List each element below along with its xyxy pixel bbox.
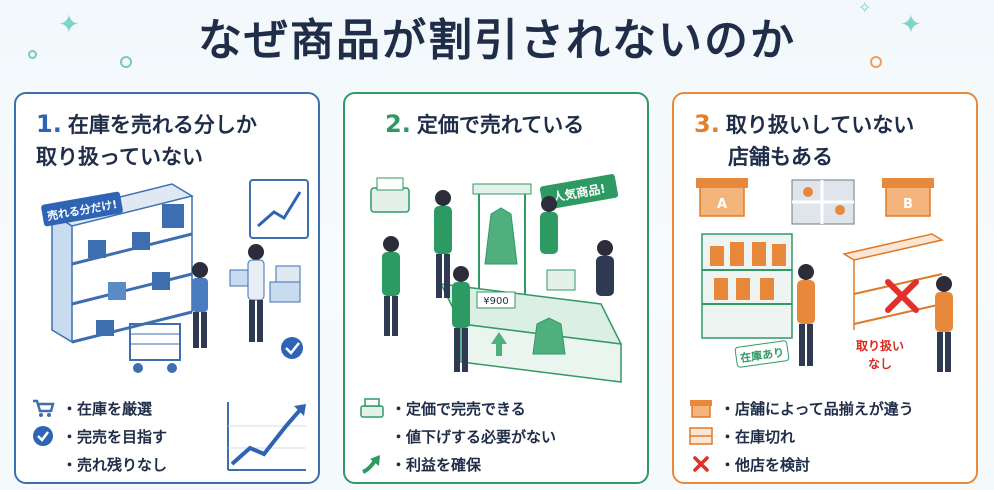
store-shelf-illustration: 売れる分だけ! xyxy=(22,174,316,388)
card-heading-line1: 取り扱いしていない xyxy=(725,113,915,137)
store-counter-illustration: 人気商品! ¥900 xyxy=(351,174,645,388)
card-heading: 1.在庫を売れる分しか 取り扱っていない xyxy=(36,108,306,173)
sparkle-icon: ✦ xyxy=(58,10,80,40)
sparkle-icon: ✧ xyxy=(858,0,872,17)
list-item-label: ・在庫を厳選 xyxy=(62,399,153,418)
card-heading-line1: 定価で売れている xyxy=(416,113,585,137)
card-limited-stock: 1.在庫を売れる分しか 取り扱っていない 売れる分だけ! xyxy=(14,92,320,484)
not-carried-label-1: 取り扱い xyxy=(856,338,904,353)
sparkle-icon: ✦ xyxy=(900,10,922,40)
cash-register-icon xyxy=(357,396,387,420)
two-stores-illustration: A B 在庫あり xyxy=(680,174,974,388)
list-item: ・完売を目指す xyxy=(28,422,310,450)
list-item-label: ・他店を検討 xyxy=(720,455,811,474)
list-item-label: ・定価で完売できる xyxy=(391,399,526,418)
store-b-label: B xyxy=(903,197,913,212)
decor-dot xyxy=(28,50,37,59)
card-heading-line1: 在庫を売れる分しか xyxy=(67,113,257,137)
list-item: ・売れ残りなし xyxy=(28,450,310,478)
card-number: 1. xyxy=(36,110,62,138)
store-a-label: A xyxy=(717,197,727,212)
growth-chart-icon xyxy=(227,402,306,471)
list-item: ・他店を検討 xyxy=(686,450,968,478)
card-heading: 2.定価で売れている xyxy=(385,108,635,141)
cross-icon xyxy=(686,452,716,476)
card-heading: 3.取り扱いしていない 店舗もある xyxy=(694,108,964,173)
not-carried-label-2: なし xyxy=(868,357,892,371)
card-points: ・在庫を厳選 ・完売を目指す ・売れ残りなし xyxy=(28,394,310,478)
list-item: ・定価で完売できる xyxy=(357,394,639,422)
card-number: 3. xyxy=(694,110,720,138)
list-item: ・在庫切れ xyxy=(686,422,968,450)
card-not-carried: 3.取り扱いしていない 店舗もある A B 在 xyxy=(672,92,978,484)
decor-dot xyxy=(120,56,132,68)
page-title: なぜ商品が割引されないのか xyxy=(198,15,796,66)
card-heading-line2: 店舗もある xyxy=(728,145,833,169)
list-item: ・店舗によって品揃えが違う xyxy=(686,394,968,422)
cart-icon xyxy=(28,396,58,420)
card-number: 2. xyxy=(385,110,411,138)
list-item-label: ・値下げする必要がない xyxy=(391,427,557,446)
list-item-label: ・在庫切れ xyxy=(720,427,796,446)
list-item: ・在庫を厳選 xyxy=(28,394,310,422)
empty-shelf-icon xyxy=(686,424,716,448)
list-item-label: ・売れ残りなし xyxy=(62,455,168,474)
list-item-label: ・店舗によって品揃えが違う xyxy=(720,399,914,418)
decor-dot xyxy=(870,56,882,68)
in-stock-tag: 在庫あり xyxy=(739,345,785,365)
check-circle-icon xyxy=(28,424,58,448)
list-item-label: ・利益を確保 xyxy=(391,455,482,474)
card-full-price: 2.定価で売れている 人気商品! ¥900 xyxy=(343,92,649,484)
card-points: ・店舗によって品揃えが違う ・在庫切れ ・他店を検討 xyxy=(686,394,968,478)
store-icon xyxy=(686,396,716,420)
card-points: ・定価で完売できる ・値下げする必要がない ・利益を確保 xyxy=(357,394,639,478)
growth-arrow-icon xyxy=(357,452,387,476)
list-item: ・利益を確保 xyxy=(357,450,639,478)
list-item-label: ・完売を目指す xyxy=(62,427,168,446)
list-item: ・値下げする必要がない xyxy=(357,422,639,450)
card-heading-line2: 取り扱っていない xyxy=(36,145,203,169)
price-tag: ¥900 xyxy=(483,296,508,307)
